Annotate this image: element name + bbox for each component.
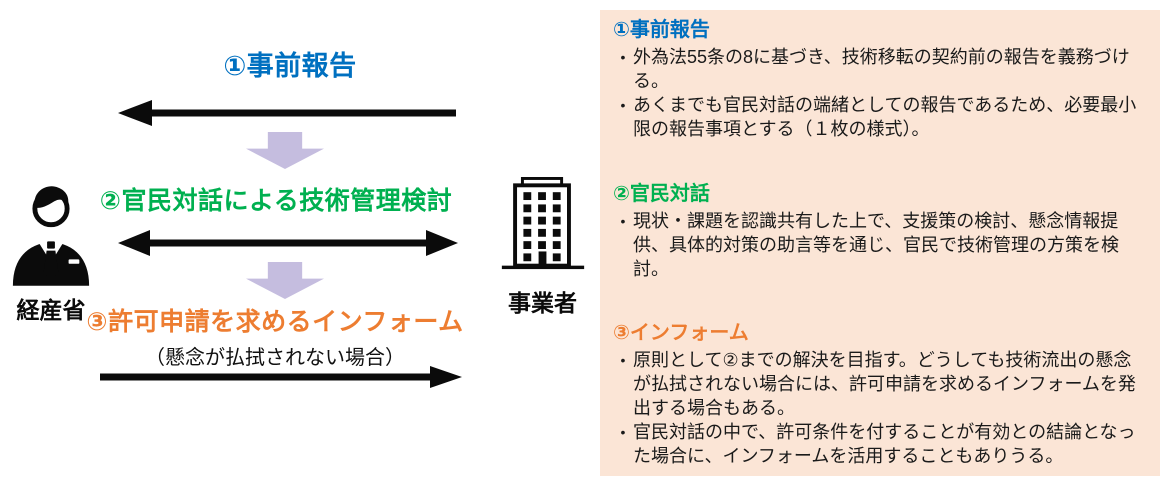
section1-heading: ①事前報告	[613, 19, 710, 41]
bullet-dot-icon: •	[620, 49, 626, 65]
bullet-dot-icon: •	[620, 97, 626, 113]
left-actor-label: 経産省	[16, 297, 86, 323]
bullet-item: • 原則として②までの解決を目指す。どうしても技術流出の懸念が払拭されない場合に…	[613, 348, 1146, 420]
right-actor-label: 事業者	[508, 290, 577, 316]
bullet-dot-icon: •	[620, 424, 626, 440]
bullet-item: • 現状・課題を認識共有した上で、支援策の検討、懸念情報提供、具体的対策の助言等…	[613, 209, 1146, 281]
bullet-dot-icon: •	[620, 352, 626, 368]
flow-down-arrow-icon-2	[246, 262, 324, 299]
bullet-item: • 外為法55条の8に基づき、技術移転の契約前の報告を義務づける。	[613, 45, 1146, 93]
flow-down-arrow-icon-1	[246, 132, 324, 169]
step2-title: ②官民対話による技術管理検討	[99, 187, 453, 215]
bullet-item: • あくまでも官民対話の端緒としての報告であるため、必要最小限の報告事項とする（…	[613, 93, 1146, 141]
step2-double-arrow-icon	[118, 230, 458, 256]
section3-heading: ③インフォーム	[613, 322, 749, 344]
step3-title: ③許可申請を求めるインフォーム	[86, 308, 464, 336]
step3-subtitle: （懸念が払拭されない場合）	[145, 347, 405, 369]
section2-heading: ②官民対話	[613, 183, 710, 205]
panel-section-dialogue: ②官民対話 • 現状・課題を認識共有した上で、支援策の検討、懸念情報提供、具体的…	[613, 183, 1146, 281]
office-building-icon	[501, 177, 585, 270]
flow-diagram: ①事前報告 経産省 ②官民対話による技術管理検討	[12, 51, 585, 388]
bullet-dot-icon: •	[620, 213, 626, 229]
section3-bullets: • 原則として②までの解決を目指す。どうしても技術流出の懸念が払拭されない場合に…	[613, 348, 1146, 468]
step1-title: ①事前報告	[223, 51, 357, 81]
section1-bullets: • 外為法55条の8に基づき、技術移転の契約前の報告を義務づける。 • あくまで…	[613, 45, 1146, 141]
panel-section-inform: ③インフォーム • 原則として②までの解決を目指す。どうしても技術流出の懸念が払…	[613, 322, 1146, 468]
businessman-icon	[12, 186, 90, 286]
panel-section-prior-report: ①事前報告 • 外為法55条の8に基づき、技術移転の契約前の報告を義務づける。 …	[613, 19, 1146, 141]
section2-bullets: • 現状・課題を認識共有した上で、支援策の検討、懸念情報提供、具体的対策の助言等…	[613, 209, 1146, 281]
step1-left-arrow-icon	[118, 100, 456, 126]
explanation-panel: ①事前報告 • 外為法55条の8に基づき、技術移転の契約前の報告を義務づける。 …	[600, 10, 1160, 476]
bullet-item: • 官民対話の中で、許可条件を付することが有効との結論となった場合に、インフォー…	[613, 420, 1146, 468]
step3-right-arrow-icon	[100, 366, 462, 388]
